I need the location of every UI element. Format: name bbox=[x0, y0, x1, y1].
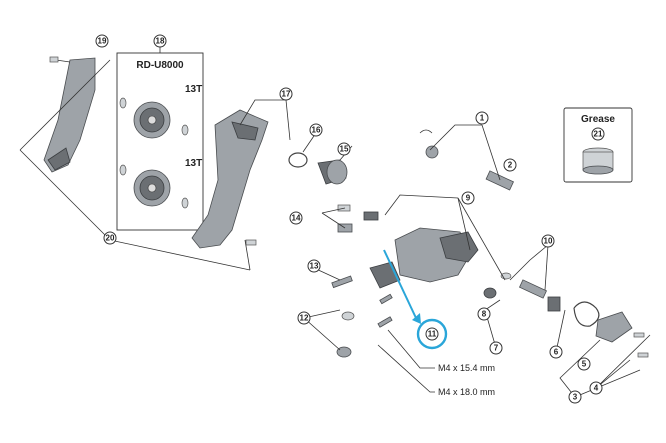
bolt-dimension-short: M4 x 15.4 mm bbox=[438, 363, 495, 373]
svg-text:21: 21 bbox=[594, 130, 603, 139]
svg-text:17: 17 bbox=[282, 90, 291, 99]
callout-9[interactable]: 9 bbox=[461, 191, 475, 205]
svg-text:2: 2 bbox=[508, 161, 513, 170]
callout-16[interactable]: 16 bbox=[309, 123, 323, 137]
callout-11[interactable]: 11 bbox=[425, 327, 439, 341]
highlight-ring bbox=[416, 318, 448, 350]
callout-1[interactable]: 1 bbox=[475, 111, 489, 125]
grease-label: Grease bbox=[581, 114, 615, 125]
svg-text:15: 15 bbox=[340, 145, 349, 154]
sprocket-label-upper: 13T bbox=[185, 84, 202, 95]
cable-adjuster bbox=[419, 129, 439, 159]
svg-text:9: 9 bbox=[466, 194, 471, 203]
inner-plate bbox=[43, 57, 96, 173]
svg-text:6: 6 bbox=[554, 348, 559, 357]
callout-15[interactable]: 15 bbox=[337, 142, 351, 156]
svg-text:4: 4 bbox=[594, 384, 599, 393]
callout-13[interactable]: 13 bbox=[307, 259, 321, 273]
callout-6[interactable]: 6 bbox=[549, 345, 563, 359]
callout-4[interactable]: 4 bbox=[589, 381, 603, 395]
callout-12[interactable]: 12 bbox=[297, 311, 311, 325]
grease-tub bbox=[582, 147, 614, 175]
svg-text:1: 1 bbox=[480, 114, 485, 123]
callout-17[interactable]: 17 bbox=[279, 87, 293, 101]
model-title: RD-U8000 bbox=[136, 60, 184, 71]
pulley-upper bbox=[133, 101, 171, 139]
svg-text:5: 5 bbox=[582, 360, 587, 369]
callout-5[interactable]: 5 bbox=[577, 357, 591, 371]
outer-plate bbox=[191, 109, 269, 249]
clutch-cover bbox=[573, 301, 649, 358]
callout-7[interactable]: 7 bbox=[489, 341, 503, 355]
bolt-washers bbox=[336, 311, 355, 358]
svg-text:8: 8 bbox=[482, 310, 487, 319]
fixing-bolt bbox=[485, 170, 515, 191]
callout-18[interactable]: 18 bbox=[153, 34, 167, 48]
highlight-pointer bbox=[383, 249, 448, 350]
callout-19[interactable]: 19 bbox=[95, 34, 109, 48]
derailleur-body bbox=[369, 227, 479, 289]
svg-text:16: 16 bbox=[312, 126, 321, 135]
callout-20[interactable]: 20 bbox=[103, 231, 117, 245]
callout-14[interactable]: 14 bbox=[289, 211, 303, 225]
svg-text:14: 14 bbox=[292, 214, 301, 223]
cage-spring-unit bbox=[288, 152, 348, 185]
sprocket-label-lower: 13T bbox=[185, 158, 202, 169]
grease-box bbox=[563, 107, 633, 183]
svg-text:19: 19 bbox=[98, 37, 107, 46]
svg-text:20: 20 bbox=[106, 234, 115, 243]
callout-10[interactable]: 10 bbox=[541, 234, 555, 248]
svg-text:13: 13 bbox=[310, 262, 319, 271]
bolt-dimension-long: M4 x 18.0 mm bbox=[438, 387, 495, 397]
callout-3[interactable]: 3 bbox=[568, 390, 582, 404]
svg-text:3: 3 bbox=[573, 393, 578, 402]
svg-text:11: 11 bbox=[428, 330, 437, 339]
svg-text:18: 18 bbox=[156, 37, 165, 46]
svg-text:7: 7 bbox=[494, 344, 499, 353]
callout-21[interactable]: 21 bbox=[591, 127, 605, 141]
callout-2[interactable]: 2 bbox=[503, 158, 517, 172]
svg-text:12: 12 bbox=[300, 314, 309, 323]
pulley-lower bbox=[133, 169, 171, 207]
svg-text:10: 10 bbox=[544, 237, 553, 246]
callout-8[interactable]: 8 bbox=[477, 307, 491, 321]
